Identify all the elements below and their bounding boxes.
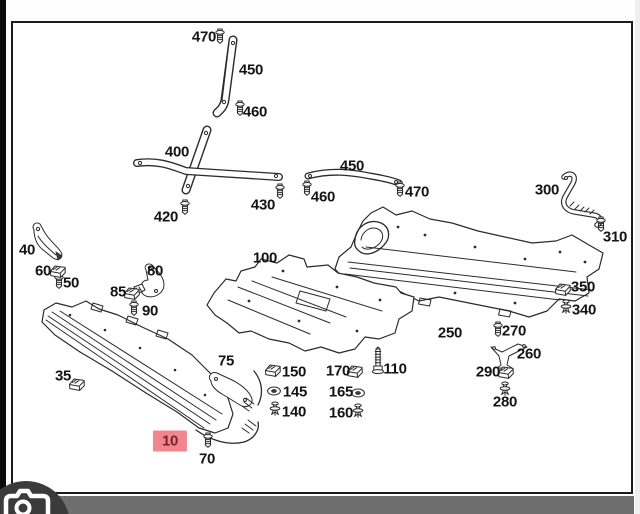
camera-lens-button[interactable]: [0, 481, 70, 514]
part-label-460: 460: [310, 188, 336, 206]
part-label-460: 460: [242, 103, 268, 121]
right-margin-strip: [635, 0, 640, 514]
part-label-170: 170: [325, 362, 351, 380]
part-label-310: 310: [602, 228, 628, 246]
left-letterbox-strip: [0, 0, 6, 514]
part-label-450: 450: [238, 61, 264, 79]
camera-icon: [3, 488, 51, 514]
part-label-140: 140: [281, 403, 307, 421]
highlighted-part-label-10[interactable]: 10: [152, 430, 188, 452]
part-label-470: 470: [191, 28, 217, 46]
part-label-290: 290: [475, 363, 501, 381]
part-label-300: 300: [534, 181, 560, 199]
part-label-160: 160: [328, 404, 354, 422]
part-label-110: 110: [383, 360, 407, 378]
part-label-85: 85: [109, 283, 127, 301]
part-label-145: 145: [282, 383, 308, 401]
bottom-bar: [0, 496, 634, 514]
part-label-90: 90: [141, 302, 159, 320]
part-label-60: 60: [34, 262, 52, 280]
part-label-150: 150: [281, 363, 307, 381]
part-label-70: 70: [198, 450, 216, 468]
part-label-75: 75: [217, 352, 235, 370]
part-label-260: 260: [516, 345, 542, 363]
part-label-350: 350: [570, 278, 596, 296]
part-label-80: 80: [146, 262, 164, 280]
part-label-165: 165: [328, 383, 354, 401]
part-label-280: 280: [492, 393, 518, 411]
part-label-470: 470: [404, 183, 430, 201]
part-label-340: 340: [571, 301, 597, 319]
part-label-430: 430: [250, 196, 276, 214]
part-label-250: 250: [437, 324, 463, 342]
part-label-40: 40: [18, 241, 36, 259]
part-label-420: 420: [153, 208, 179, 226]
part-label-400: 400: [164, 143, 190, 161]
part-label-100: 100: [252, 249, 278, 267]
part-label-50: 50: [62, 274, 80, 292]
part-label-270: 270: [501, 322, 527, 340]
part-label-450: 450: [339, 157, 365, 175]
part-label-35: 35: [54, 367, 72, 385]
